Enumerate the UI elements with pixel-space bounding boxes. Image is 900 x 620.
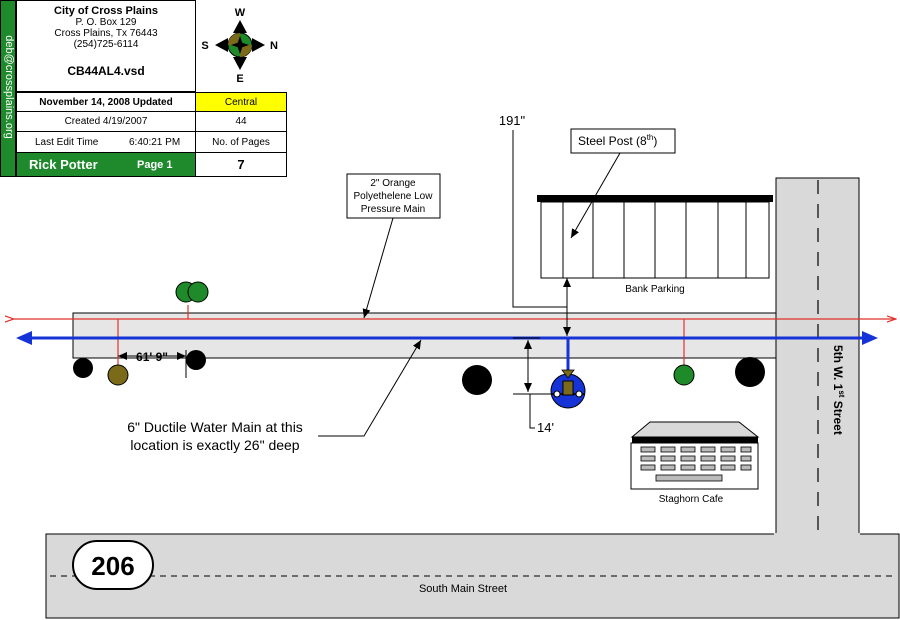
pages-count-cell: 7: [195, 152, 287, 177]
phone: (254)725-6114: [73, 39, 139, 50]
dim-191: 191": [499, 113, 571, 336]
south-main-street: South Main Street 206: [45, 533, 900, 619]
tree: [673, 364, 695, 386]
title-block: deb@crossplains.org City of Cross Plains…: [0, 0, 288, 177]
author-name: Rick Potter: [29, 157, 98, 172]
map-number-cell: 44: [195, 111, 287, 132]
steel-post-callout: Steel Post (8th): [570, 128, 676, 239]
compass-east-label: N: [270, 40, 278, 52]
staghorn-label: Staghorn Cafe: [659, 494, 724, 505]
title-sidebar: deb@crossplains.org: [0, 0, 16, 177]
water-note-line-2: location is exactly 26" deep: [130, 437, 299, 453]
city-state: Cross Plains, Tx 76443: [54, 28, 158, 39]
bank-parking: Bank Parking: [537, 195, 773, 295]
compass-west-label: S: [201, 40, 208, 52]
dim-14-label: 14': [537, 420, 554, 435]
tree: [187, 281, 209, 303]
compass-north-label: W: [235, 7, 246, 19]
route-shield: [72, 540, 154, 590]
water-note-line-1: 6" Ductile Water Main at this: [127, 419, 303, 435]
gas-note-line-1: 2" Orange: [370, 178, 416, 189]
gas-note-line-3: Pressure Main: [361, 204, 425, 215]
water-main-callout: 6" Ductile Water Main at this location i…: [127, 339, 422, 453]
dim-14: 14': [513, 337, 554, 435]
gas-note-line-2: Polyethelene Low: [354, 191, 434, 202]
staghorn-cafe-building: Staghorn Cafe: [630, 421, 760, 505]
water-main-line: [16, 331, 878, 372]
compass-south-label: E: [236, 73, 243, 85]
author-cell: Rick Potter Page 1: [16, 152, 196, 177]
utility-pole: [73, 358, 93, 378]
compass-rose: W E S N: [201, 7, 278, 85]
south-main-label: South Main Street: [419, 583, 507, 595]
dim-61-9: 61' 9": [118, 350, 187, 378]
email-label: deb@crossplains.org: [3, 35, 15, 139]
gas-main-callout: 2" Orange Polyethelene Low Pressure Main: [346, 173, 441, 319]
route-shield-number: 206: [91, 551, 134, 581]
dim-61-9-label: 61' 9": [136, 350, 168, 364]
created-cell: Created 4/19/2007: [16, 111, 196, 132]
last-edit-label: Last Edit Time: [35, 137, 99, 148]
water-valve-symbol: [550, 369, 586, 409]
pages-label-cell: No. of Pages: [195, 131, 287, 153]
updated-cell: November 14, 2008 Updated: [16, 92, 196, 112]
org-address-box: City of Cross Plains P. O. Box 129 Cross…: [16, 0, 196, 92]
tree: [107, 364, 129, 386]
trees: [73, 281, 765, 395]
utility-pole: [186, 350, 206, 370]
bank-parking-label: Bank Parking: [625, 284, 684, 295]
zone-cell: Central: [195, 92, 287, 112]
fifth-street-label: 5th W. 1st Street: [831, 345, 846, 435]
gas-main-line: [14, 305, 896, 368]
last-edit-time: 6:40:21 PM: [129, 137, 181, 148]
last-edit-cell: Last Edit Time 6:40:21 PM: [16, 131, 196, 153]
org-name: City of Cross Plains: [54, 5, 158, 17]
page-number: Page 1: [137, 159, 173, 171]
po-box: P. O. Box 129: [75, 17, 137, 28]
filename: CB44AL4.vsd: [67, 64, 145, 78]
road-strip: [72, 312, 777, 359]
fifth-street: 5th W. 1st Street: [775, 177, 860, 535]
dim-191-label: 191": [499, 113, 526, 128]
utility-pole: [462, 365, 492, 395]
utility-pole: [735, 357, 765, 387]
steel-post-label: Steel Post (8th): [578, 133, 657, 148]
